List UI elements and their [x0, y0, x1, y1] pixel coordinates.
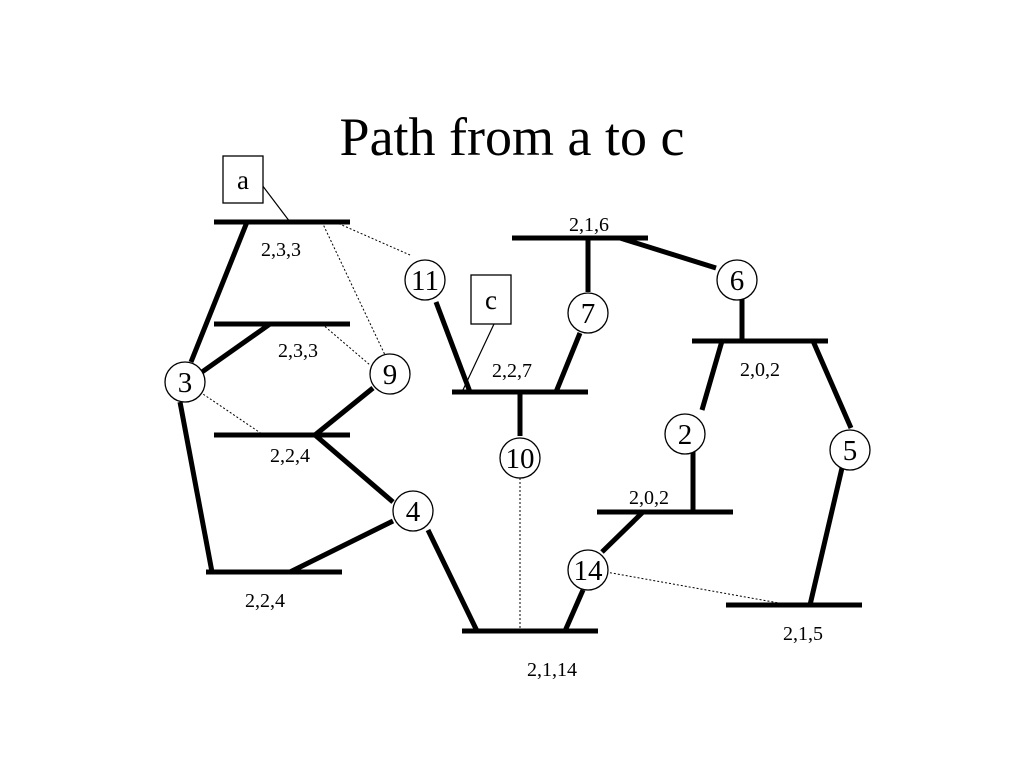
path-lines	[199, 221, 791, 631]
link	[699, 340, 725, 411]
node-label: 7	[581, 298, 596, 330]
link	[553, 332, 583, 393]
box-a: a	[222, 155, 264, 204]
node-10: 10	[499, 437, 541, 479]
node-2: 2	[664, 413, 706, 455]
segments	[206, 219, 862, 634]
node-6: 6	[716, 259, 758, 301]
node-4: 4	[392, 490, 434, 532]
box-a-label: a	[237, 165, 249, 195]
box-c-label: c	[485, 285, 497, 315]
link	[433, 301, 473, 393]
path-line	[321, 221, 386, 356]
link	[288, 518, 395, 575]
node-label: 10	[506, 443, 535, 475]
node-label: 4	[406, 496, 421, 528]
link	[807, 467, 845, 606]
link	[200, 321, 272, 375]
node-circle	[664, 413, 706, 455]
link	[619, 235, 717, 271]
node-circle	[829, 429, 871, 471]
link	[313, 433, 395, 504]
link	[562, 588, 586, 633]
node-label: 14	[574, 555, 604, 587]
segment-label: 2,1,5	[783, 623, 823, 645]
box-c: c	[470, 274, 512, 325]
link	[425, 528, 480, 633]
node-circle	[499, 437, 541, 479]
node-5: 5	[829, 429, 871, 471]
node-circle	[369, 353, 411, 395]
node-label: 6	[730, 265, 745, 297]
path-line	[334, 221, 411, 256]
segment-labels: 2,3,3 2,3,3 2,2,4 2,2,4 2,1,6 2,2,7 2,0,…	[245, 214, 823, 681]
node-circle	[164, 361, 206, 403]
node-circle	[716, 259, 758, 301]
node-11: 11	[404, 259, 446, 301]
node-label: 9	[383, 359, 398, 391]
link	[810, 339, 854, 430]
node-9: 9	[369, 353, 411, 395]
box-a-frame	[222, 155, 264, 204]
segment-label: 2,0,2	[629, 487, 669, 509]
node-circle	[567, 292, 609, 334]
node-3: 3	[164, 361, 206, 403]
node-circle	[567, 549, 609, 591]
segment-label: 2,1,14	[527, 659, 577, 681]
link	[188, 221, 250, 363]
segment-label: 2,3,3	[261, 239, 301, 261]
nodes: 3 9 11 4 10 7 6 2	[164, 259, 871, 591]
box-a-connector	[261, 184, 291, 223]
link	[313, 386, 375, 437]
links	[177, 221, 854, 633]
path-line	[321, 323, 371, 366]
segment-label: 2,2,4	[245, 590, 285, 612]
node-14: 14	[567, 549, 609, 591]
box-c-frame	[470, 274, 512, 325]
node-label: 11	[411, 265, 439, 297]
node-circle	[392, 490, 434, 532]
segment-label: 2,1,6	[569, 214, 609, 236]
link	[177, 401, 215, 573]
segment-label: 2,2,4	[270, 445, 310, 467]
node-label: 5	[843, 435, 858, 467]
page-title: Path from a to c	[340, 107, 685, 167]
path-line	[199, 391, 263, 435]
node-label: 3	[178, 367, 193, 399]
segment-label: 2,3,3	[278, 340, 318, 362]
segment-label: 2,2,7	[492, 360, 532, 382]
segment-label: 2,0,2	[740, 359, 780, 381]
node-7: 7	[567, 292, 609, 334]
node-label: 2	[678, 419, 693, 451]
path-line	[605, 571, 791, 606]
node-circle	[404, 259, 446, 301]
link	[600, 510, 645, 554]
